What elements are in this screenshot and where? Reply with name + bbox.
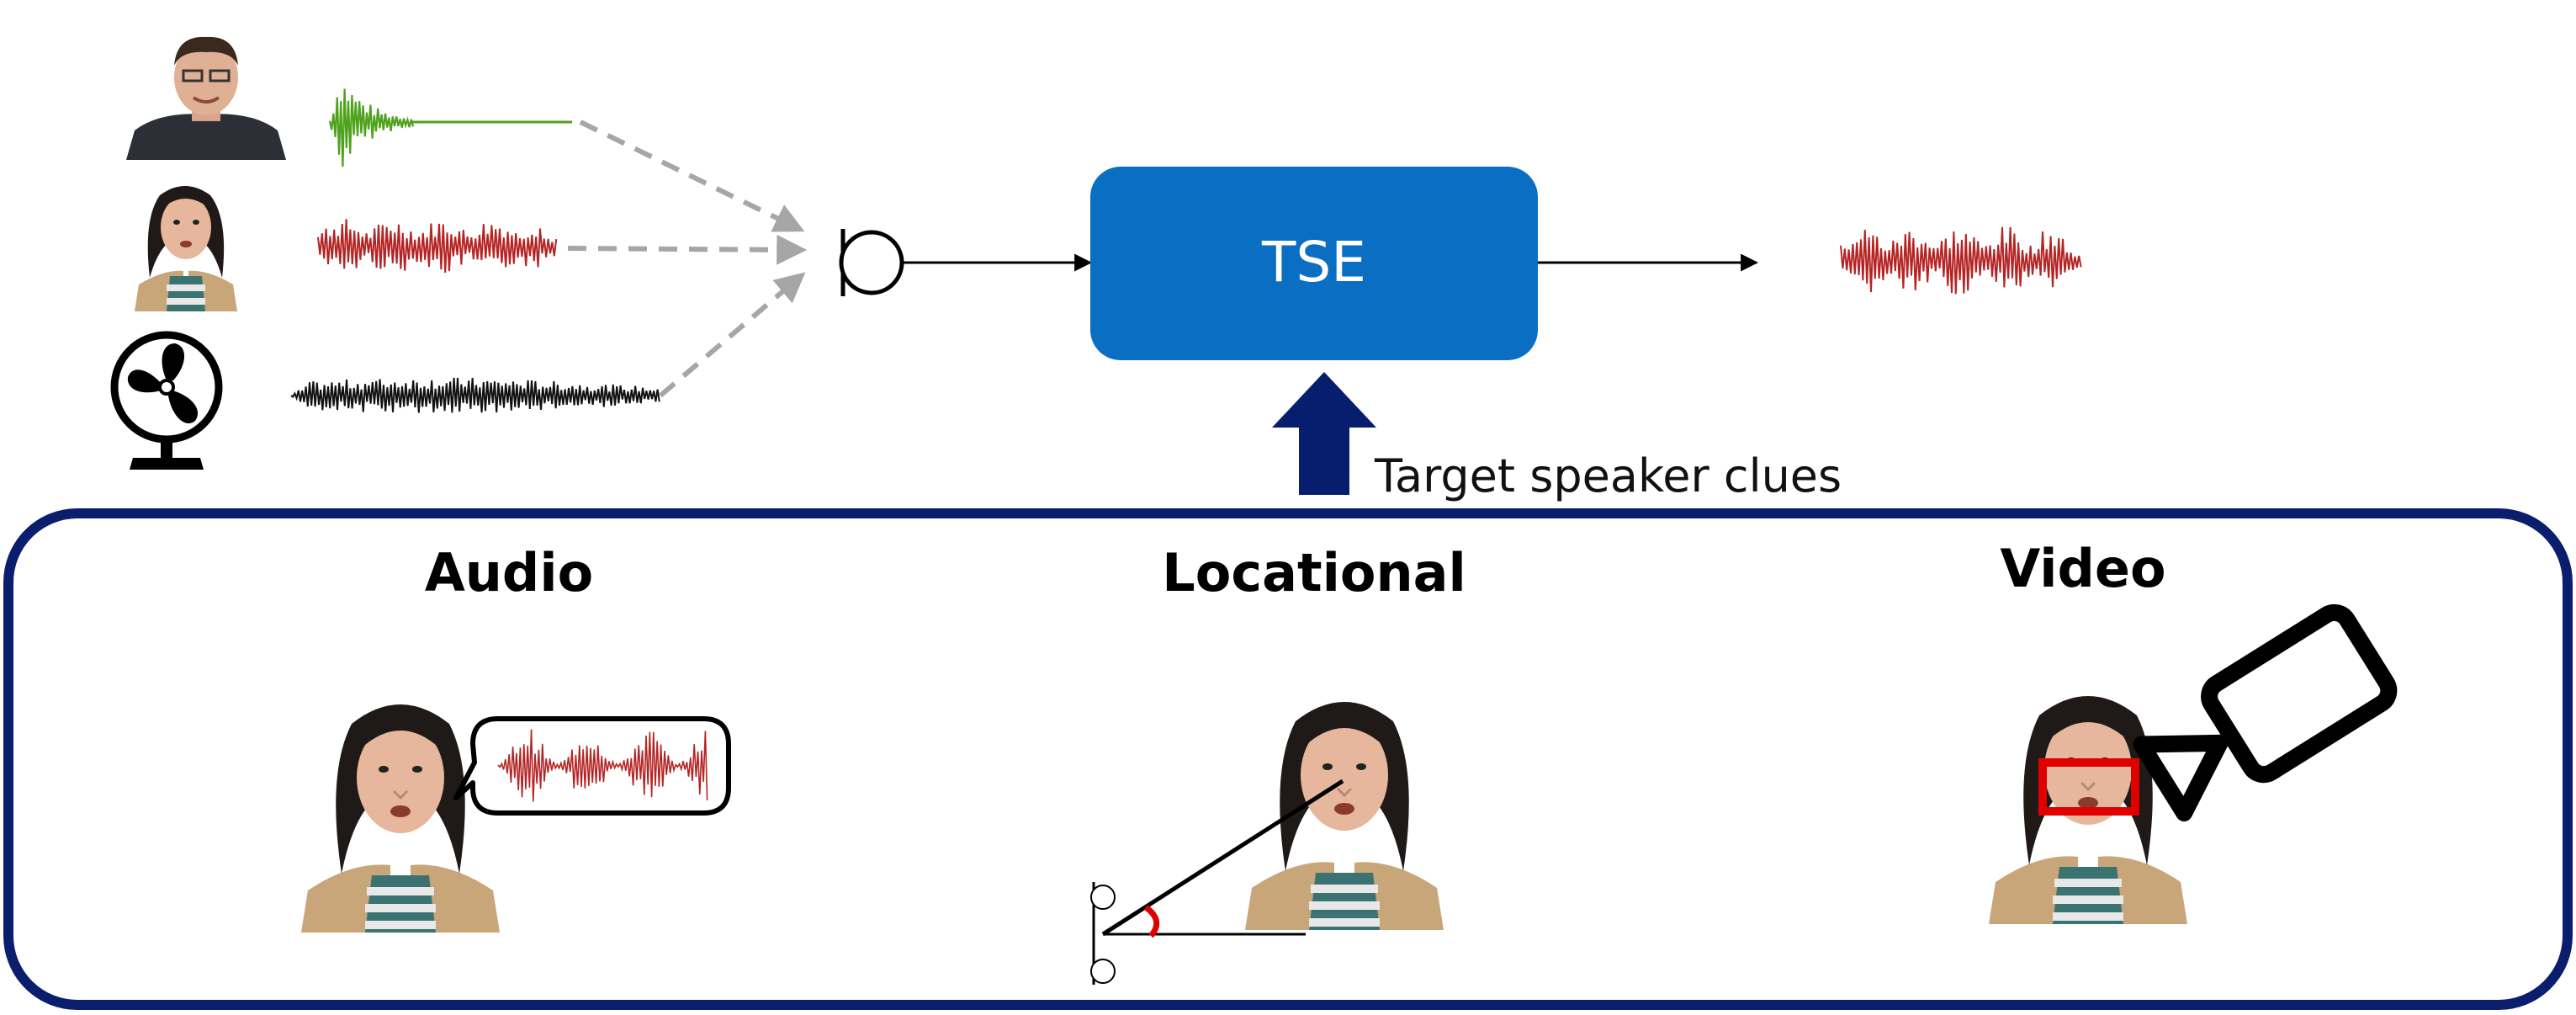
mic-array-icon xyxy=(1090,779,1344,985)
enrollment-waveform xyxy=(497,729,708,802)
microphone-icon xyxy=(839,229,904,296)
waveOut-trace xyxy=(1840,226,2082,295)
fan-icon xyxy=(110,331,223,470)
male-waveform xyxy=(328,88,415,167)
male-speaker-photo xyxy=(126,34,286,160)
extracted-speech-waveform xyxy=(1840,226,2082,295)
speech-bubble-icon xyxy=(453,716,731,816)
tse-block: TSE xyxy=(1090,167,1538,360)
mix-connectors xyxy=(567,120,808,398)
waveFemaleMix-trace xyxy=(317,219,558,274)
female-speaker-photo xyxy=(135,186,237,311)
clues-label: Target speaker clues xyxy=(1374,449,1842,502)
clues-panel xyxy=(3,508,2573,1010)
modality-video-title: Video xyxy=(2000,538,2165,599)
female-waveform xyxy=(317,219,558,274)
noise-waveform xyxy=(290,377,660,413)
video-camera-icon xyxy=(2133,603,2398,821)
waveMale-trace xyxy=(328,88,415,167)
modality-audio-title: Audio xyxy=(425,542,593,603)
waveNoise-trace xyxy=(290,377,660,413)
mixture-waveforms xyxy=(290,88,660,413)
audio-clue-speaker xyxy=(301,704,500,933)
doa-angle-mark xyxy=(1143,905,1160,938)
modality-locational-title: Locational xyxy=(1162,542,1466,603)
clues-arrow xyxy=(1272,372,1376,495)
waveBubble-trace xyxy=(497,729,708,802)
tse-label: TSE xyxy=(1261,230,1366,295)
locational-clue-speaker xyxy=(1243,700,1445,932)
mouth-region-box xyxy=(2038,758,2139,816)
